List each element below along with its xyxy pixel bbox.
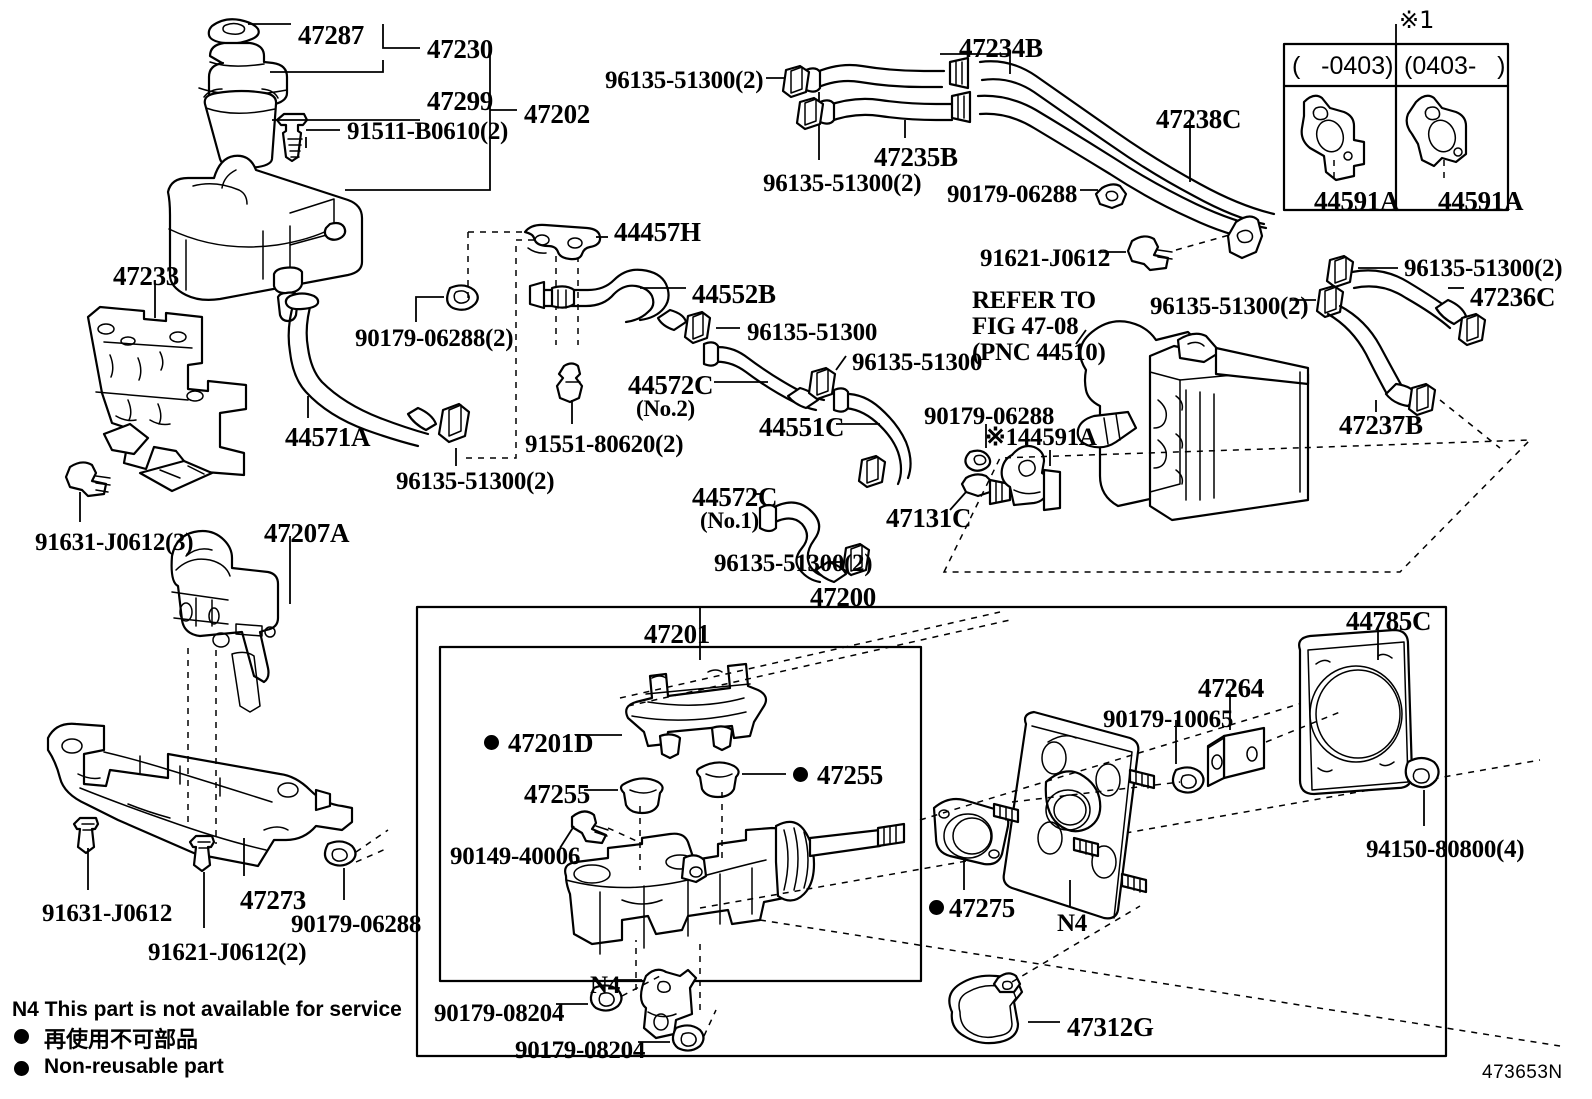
non-reusable-bullet-icon (793, 767, 808, 782)
part-label-96135-51300-2: 96135-51300(2) (1150, 293, 1309, 320)
legend-bullet-jp-icon (14, 1029, 29, 1044)
legend-bullet-en-icon (14, 1061, 29, 1076)
part-label-47238c: 47238C (1156, 104, 1242, 134)
part-label-44572c: 44572C (628, 370, 714, 400)
part-label-96135-51300-2: 96135-51300(2) (763, 170, 922, 197)
part-label-90179-08204: 90179-08204 (515, 1037, 646, 1064)
part-label-44551c: 44551C (759, 412, 845, 442)
part-label-96135-51300-2: 96135-51300(2) (605, 67, 764, 94)
part-label-47202: 47202 (524, 99, 591, 129)
part-label-47312g: 47312G (1067, 1012, 1154, 1042)
part-label-47237b: 47237B (1339, 410, 1423, 440)
part-label-no-2: (No.2) (636, 396, 695, 421)
inset-range-col2: (0403- ) (1404, 52, 1506, 80)
part-label-91621-j0612-2: 91621-J0612(2) (148, 939, 307, 966)
inset-box (1282, 24, 1510, 212)
part-label-47201d: 47201D (508, 728, 594, 758)
part-label-47235b: 47235B (874, 142, 958, 172)
non-reusable-bullet-icon (929, 900, 944, 915)
non-reusable-bullet-icon (484, 735, 499, 750)
part-label-n4: N4 (1057, 910, 1087, 937)
part-label-47287: 47287 (298, 20, 365, 50)
part-label-44571a: 44571A (285, 422, 371, 452)
part-label-47207a: 47207A (264, 518, 350, 548)
part-label-94150-80800-4: 94150-80800(4) (1366, 836, 1525, 863)
part-label-91551-80620-2: 91551-80620(2) (525, 431, 684, 458)
part-label-90179-06288: 90179-06288 (924, 403, 1055, 430)
hoses-mid (528, 268, 1062, 584)
gasket-44785c (1265, 626, 1440, 826)
part-label-44785c: 44785C (1346, 606, 1432, 636)
part-label-refer-to: REFER TO (972, 287, 1096, 314)
part-label-44552b: 44552B (692, 279, 776, 309)
part-label-96135-51300: 96135-51300 (747, 319, 878, 346)
part-label-fig-47-08: FIG 47-08 (972, 313, 1079, 340)
reservoir-assembly (64, 18, 517, 522)
inset-marker: ※1 (1399, 6, 1435, 34)
part-label-91511-b0610-2: 91511-B0610(2) (347, 118, 509, 145)
part-label-96135-51300-2: 96135-51300(2) (396, 468, 555, 495)
part-label-44457h: 44457H (614, 217, 701, 247)
part-label-90179-08204: 90179-08204 (434, 1000, 565, 1027)
legend-en: Non-reusable part (44, 1055, 224, 1078)
abs-actuator (942, 320, 1532, 573)
part-label-90179-06288-2: 90179-06288(2) (355, 325, 514, 352)
bracket-44457h (523, 223, 608, 261)
part-label-47233: 47233 (113, 261, 180, 291)
legend-jp: 再使用不可部品 (44, 1028, 199, 1053)
part-label-96135-51300-2: 96135-51300(2) (714, 550, 873, 577)
part-label-90179-06288: 90179-06288 (947, 181, 1078, 208)
part-label-47230: 47230 (427, 34, 494, 64)
part-label-47264: 47264 (1198, 673, 1265, 703)
switch-and-bracket (46, 529, 389, 928)
part-label-90149-40006: 90149-40006 (450, 843, 581, 870)
part-label-pnc-44510: (PNC 44510) (972, 339, 1106, 366)
part-label-47200: 47200 (810, 582, 877, 612)
part-label-90179-06288: 90179-06288 (291, 911, 422, 938)
part-label-47236c: 47236C (1470, 282, 1556, 312)
part-label-91631-j0612: 91631-J0612 (42, 900, 173, 927)
bottom-bracket-and-clip (556, 905, 1141, 1052)
hose-44571a (284, 231, 584, 466)
hoses-47234b-47235b (766, 53, 1501, 449)
inset-range-col1: ( -0403) (1292, 52, 1394, 80)
part-label-47255: 47255 (524, 779, 591, 809)
figure-id: 473653N (1482, 1062, 1563, 1083)
part-label-no-1: (No.1) (700, 508, 759, 533)
inset-part-col1: 44591A (1314, 186, 1400, 216)
part-label-47273: 47273 (240, 885, 307, 915)
part-label-47234b: 47234B (959, 33, 1043, 63)
part-label-47299: 47299 (427, 86, 494, 116)
part-label-144591a: ※144591A (985, 424, 1097, 451)
part-label-47255: 47255 (817, 760, 884, 790)
part-label-47201: 47201 (644, 619, 711, 649)
part-label-96135-51300: 96135-51300 (852, 349, 983, 376)
part-label-44572c: 44572C (692, 482, 778, 512)
part-label-96135-51300-2: 96135-51300(2) (1404, 255, 1563, 282)
part-label-90179-10065: 90179-10065 (1103, 706, 1234, 733)
part-label-n4: N4 (590, 972, 620, 999)
inset-part-col2: 44591A (1438, 186, 1524, 216)
plate-group (919, 692, 1313, 920)
legend-n4: N4 This part is not available for servic… (12, 998, 402, 1021)
part-label-91631-j0612-3: 91631-J0612(3) (35, 529, 194, 556)
part-label-47131c: 47131C (886, 503, 972, 533)
part-label-47275: 47275 (949, 893, 1016, 923)
part-label-91621-j0612: 91621-J0612 (980, 245, 1111, 272)
